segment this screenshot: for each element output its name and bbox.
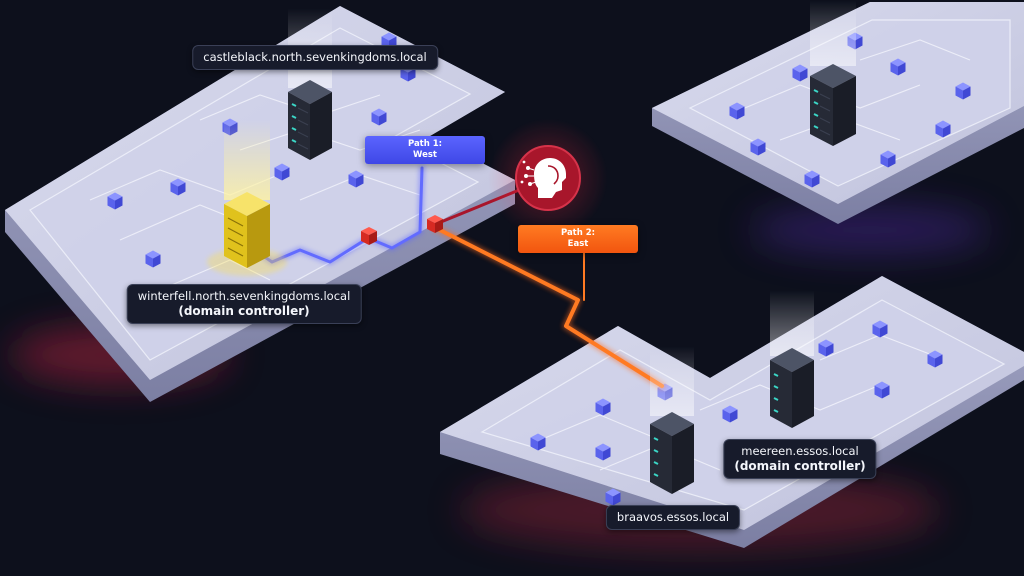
host-name: meereen.essos.local bbox=[741, 444, 859, 458]
host-role: (domain controller) bbox=[178, 304, 310, 318]
server-rack-icon bbox=[224, 192, 270, 268]
path-east-tag: Path 2: East bbox=[518, 225, 638, 253]
host-role: (domain controller) bbox=[734, 459, 866, 473]
path-west-direction: West bbox=[413, 150, 437, 160]
path-east-title: Path 2: bbox=[560, 228, 596, 238]
path-west-title: Path 1: bbox=[407, 139, 443, 149]
server-rack-icon bbox=[810, 64, 856, 146]
host-label-meereen: meereen.essos.local (domain controller) bbox=[723, 439, 877, 479]
host-label-castleblack: castleblack.north.sevenkingdoms.local bbox=[192, 45, 438, 70]
host-name: winterfell.north.sevenkingdoms.local bbox=[137, 289, 351, 303]
path-east-direction: East bbox=[567, 239, 589, 249]
server-winterfell bbox=[207, 120, 287, 276]
path-west-tag: Path 1: West bbox=[365, 136, 485, 164]
host-name: castleblack.north.sevenkingdoms.local bbox=[203, 50, 427, 64]
server-rack-icon bbox=[288, 80, 332, 160]
server-northeast bbox=[810, 0, 856, 146]
host-name: braavos.essos.local bbox=[616, 510, 730, 524]
server-meereen bbox=[770, 290, 814, 428]
host-label-braavos: braavos.essos.local bbox=[605, 505, 741, 530]
attacker bbox=[488, 118, 608, 238]
attack-path-east bbox=[432, 224, 666, 390]
server-rack-icon bbox=[770, 348, 814, 428]
attacker-robot-head-icon bbox=[520, 158, 566, 198]
server-rack-icon bbox=[650, 412, 694, 494]
server-castleblack bbox=[288, 8, 332, 160]
host-label-winterfell: winterfell.north.sevenkingdoms.local (do… bbox=[126, 284, 362, 324]
server-braavos bbox=[650, 346, 694, 494]
